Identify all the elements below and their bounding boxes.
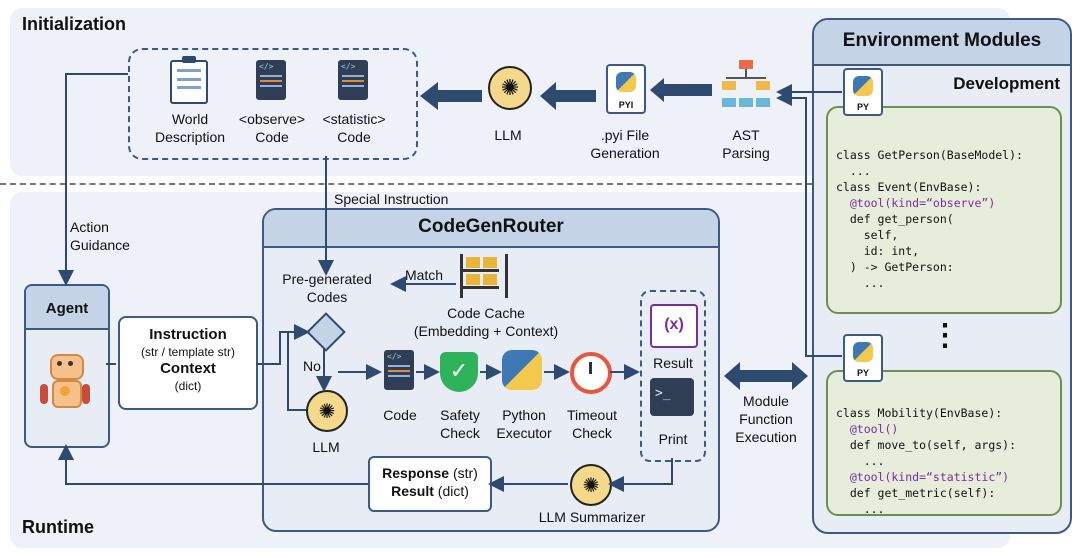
python-file-icon-1: PY	[843, 68, 883, 116]
init-code-group	[128, 48, 418, 160]
router-llm-label: LLM	[312, 439, 340, 455]
response-result-text: Response (str) Result (dict)	[382, 465, 478, 499]
match-label: Match	[404, 267, 444, 283]
codegenrouter-header	[264, 210, 718, 248]
llm-loop-left-arrow	[287, 332, 306, 411]
response-to-agent-arrow	[58, 444, 368, 485]
llm-summarizer-label: LLM Summarizer	[538, 509, 646, 525]
code-cache-label: Code Cache(Embedding + Context)	[413, 305, 559, 339]
module-execution-double-arrow	[724, 362, 808, 390]
instruction-context-text: Instruction (str / template str) Context…	[140, 326, 235, 393]
code-label: Code	[383, 407, 417, 423]
summarizer-openai-logo-icon: ✺	[570, 464, 612, 506]
agent-title: Agent	[45, 300, 89, 317]
special-instruction-label: Special Instruction	[334, 191, 449, 207]
shield-check-icon: ✓	[440, 352, 478, 392]
ast-tree-icon	[720, 60, 772, 112]
openai-logo-icon: ✺	[488, 66, 532, 110]
observe-code-file-icon: </>	[256, 60, 286, 100]
agent-box-header	[26, 286, 108, 330]
initialization-label: Initialization	[22, 14, 127, 34]
output-to-summarizer-arrow	[608, 458, 673, 492]
pyi-file-icon: PYI	[606, 64, 646, 114]
python-logo-icon	[502, 350, 542, 390]
python-file-icon-2: PY	[843, 334, 883, 382]
statistic-code-label: <statistic>Code	[322, 111, 386, 145]
environment-modules-title: Environment Modules	[842, 30, 1042, 51]
no-label: No	[303, 358, 321, 374]
runtime-label: Runtime	[22, 517, 94, 537]
result-variable-icon: (x)	[650, 304, 698, 348]
instruction-to-router-arrow	[256, 324, 310, 365]
ast-to-pyi-arrow	[650, 78, 712, 102]
env-code-2: class Mobility(EnvBase): @tool() def mov…	[836, 406, 1017, 516]
print-label: Print	[658, 431, 688, 447]
code-file-icon: </>	[384, 350, 414, 390]
ellipsis-vertical: ⋮	[930, 319, 960, 352]
env-code-block-2	[826, 370, 1062, 516]
pyi-to-llm-arrow	[540, 82, 596, 110]
statistic-code-file-icon: </>	[338, 60, 368, 100]
section-divider	[0, 183, 812, 185]
code-cache-shelf-icon	[460, 254, 508, 298]
env-to-ast-arrow-2	[776, 90, 842, 357]
env-code-1: class GetPerson(BaseModel): ...class Eve…	[836, 148, 1023, 290]
llm-to-init-group-arrow	[420, 82, 482, 110]
development-label: Development	[953, 74, 1060, 93]
environment-modules-header	[814, 20, 1070, 66]
action-guidance-arrow	[58, 73, 128, 286]
codegenrouter-title: CodeGenRouter	[418, 216, 564, 237]
env-code-block-1	[826, 106, 1062, 314]
result-label: Result	[653, 355, 693, 371]
robot-icon	[40, 354, 90, 414]
instruction-context-box	[118, 316, 258, 410]
clipboard-icon	[170, 56, 208, 104]
init-llm-label: LLM	[494, 127, 522, 143]
terminal-icon: >_	[650, 378, 694, 416]
observe-code-label: <observe>Code	[238, 111, 306, 145]
